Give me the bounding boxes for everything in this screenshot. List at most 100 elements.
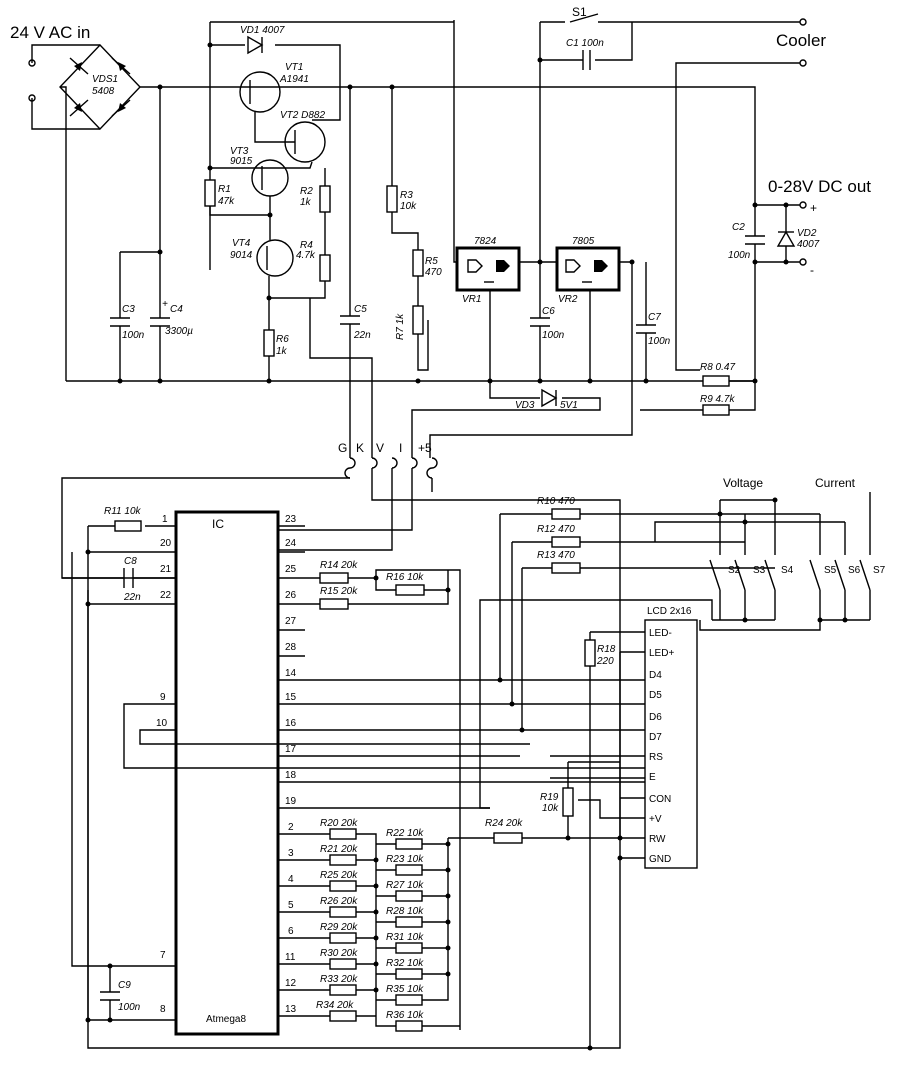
ladder-a-label: R25 20k	[320, 870, 358, 881]
lcd-pin-label: D5	[649, 690, 662, 701]
lcd-title: LCD 2x16	[647, 606, 692, 617]
out-plus: +	[810, 201, 817, 215]
r24-resistor	[493, 832, 523, 844]
ic-pin-label: 21	[160, 564, 172, 575]
ladder-b-label: R36 10k	[386, 1010, 424, 1021]
vr1-out-arrow	[496, 260, 510, 272]
voltage-title: Voltage	[723, 476, 763, 490]
connector-plugs	[344, 457, 438, 479]
r5-resistor	[412, 249, 424, 277]
c2-value: 100n	[728, 250, 751, 261]
ladder-a-label: R21 20k	[320, 844, 358, 855]
vt1-transistor	[239, 71, 281, 113]
r1-resistor	[204, 179, 216, 207]
c4-name: C4	[170, 304, 183, 315]
r3-resistor	[386, 185, 398, 213]
ic-pin-label: 19	[285, 796, 297, 807]
vr2-regulator	[555, 246, 621, 292]
c5-value: 22n	[353, 330, 371, 341]
ladder-b-label: R31 10k	[386, 932, 424, 943]
rail-wires	[31, 44, 756, 381]
vd2-diode	[776, 230, 796, 247]
r13-label: R13 470	[537, 550, 575, 561]
r3-r5-r7-wires	[391, 87, 429, 371]
c4-plus: +	[162, 299, 168, 310]
switch-label: S4	[781, 565, 794, 576]
lcd-pin-label: E	[649, 772, 656, 783]
lcd-pin-label: RS	[649, 752, 663, 763]
c1-label: C1 100n	[566, 38, 604, 49]
vr1-part: 7824	[474, 236, 497, 247]
ladder-b-label: R23 10k	[386, 854, 424, 865]
c9-value: 100n	[118, 1002, 141, 1013]
out-terminal-plus	[799, 201, 807, 209]
conn-g: G	[338, 441, 347, 455]
ic-body	[174, 510, 280, 1036]
vt4-transistor	[256, 239, 294, 277]
r3-name: R3	[400, 190, 413, 201]
junction-dots	[85, 42, 848, 1051]
c5-name: C5	[354, 304, 367, 315]
r5-value: 470	[425, 267, 442, 278]
ic-pin-label: 25	[285, 564, 297, 575]
ladder-a-label: R20 20k	[320, 818, 358, 829]
c7-value: 100n	[648, 336, 671, 347]
lcd-wires	[540, 631, 645, 1048]
r7-label: R7 1k	[395, 313, 406, 340]
vd3-value: 5V1	[560, 400, 578, 411]
ic-pin-label: 10	[156, 718, 168, 729]
ic-pin-label: 18	[285, 770, 297, 781]
vr1-in-arrow	[467, 259, 483, 273]
vd1-wires	[209, 22, 341, 270]
r2-resistor	[319, 185, 331, 213]
out-minus: -	[810, 263, 814, 277]
r19-name: R19	[540, 792, 559, 803]
r1-r2-wires	[209, 168, 326, 255]
conn-k: K	[356, 441, 364, 455]
ic-pin-label: 26	[285, 590, 297, 601]
switch-label: S7	[873, 565, 886, 576]
bridge-value: 5408	[92, 86, 115, 97]
vd2-value: 4007	[797, 239, 820, 250]
r4-resistor	[319, 254, 331, 282]
switch-label: S2	[728, 565, 741, 576]
vt1-name: VT1	[285, 62, 303, 73]
c6-name: C6	[542, 306, 555, 317]
vt2-wires	[210, 90, 341, 169]
r4-name: R4	[300, 240, 313, 251]
r24-label: R24 20k	[485, 818, 523, 829]
r19-potentiometer	[562, 787, 574, 817]
ic-left-leads	[62, 525, 645, 1021]
bridge-name: VDS1	[92, 74, 118, 85]
dc-out-title: 0-28V DC out	[768, 177, 871, 196]
ic-pin-label: 11	[285, 952, 296, 963]
c9-name: C9	[118, 980, 131, 991]
lcd-pin-label: RW	[649, 834, 666, 845]
ic-pin-label: 8	[160, 1004, 166, 1015]
r3-value: 10k	[400, 201, 417, 212]
ic-pin-label: 23	[285, 514, 297, 525]
r11-label: R11 10k	[104, 506, 142, 517]
vr2-name: VR2	[558, 294, 578, 305]
r1-value: 47k	[218, 196, 235, 207]
c3-value: 100n	[122, 330, 145, 341]
cooler-wire	[675, 62, 800, 371]
r9-label: R9 4.7k	[700, 394, 735, 405]
ic-pin-label: 22	[160, 590, 172, 601]
vt1-value: A1941	[279, 74, 309, 85]
r8-resistor	[702, 375, 730, 387]
r14-resistor	[319, 572, 349, 584]
ic-pin-label: 20	[160, 538, 172, 549]
lcd-pin-label: LED-	[649, 628, 672, 639]
ladder-a-label: R33 20k	[320, 974, 358, 985]
r8-r9-wires	[640, 380, 756, 411]
ic-part: Atmega8	[206, 1014, 246, 1025]
ladder-a-label: R29 20k	[320, 922, 358, 933]
ic-right-pins: 23 24 25 26 27 28 14 15 16 17 18 19 2 3 …	[285, 514, 297, 1015]
c7-name: C7	[648, 312, 661, 323]
r6-name: R6	[276, 334, 289, 345]
lcd-pin-label: D6	[649, 712, 662, 723]
s1-c1-wires	[539, 13, 800, 381]
cooler-terminal-2	[799, 59, 807, 67]
vr2-in-arrow	[565, 259, 581, 273]
